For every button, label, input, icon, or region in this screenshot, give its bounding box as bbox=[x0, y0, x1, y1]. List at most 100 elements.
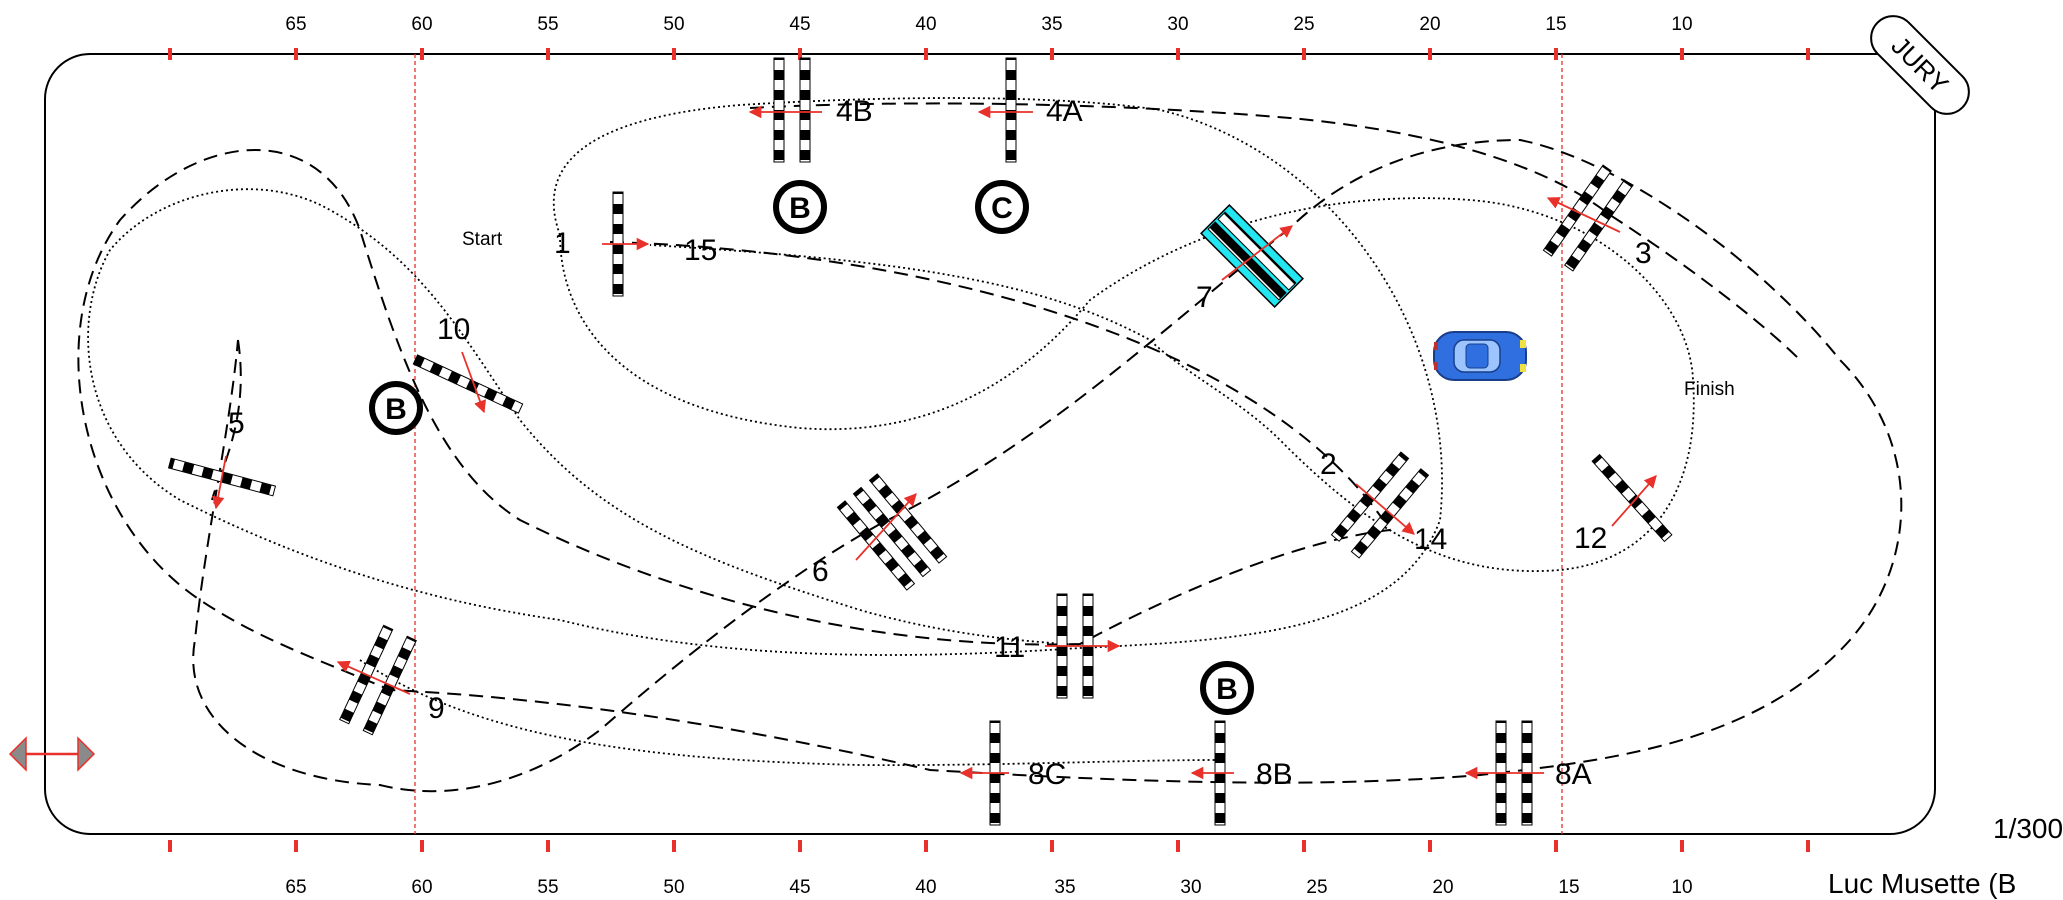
ruler-tick-bottom-13 bbox=[1806, 840, 1810, 852]
ruler-tick-top-6 bbox=[924, 48, 928, 60]
obstacle-4b bbox=[748, 57, 822, 163]
ruler-top-45: 45 bbox=[789, 14, 810, 35]
ruler-bottom-60: 60 bbox=[411, 877, 432, 898]
ruler-tick-bottom-5 bbox=[798, 840, 802, 852]
ruler-tick-bottom-8 bbox=[1176, 840, 1180, 852]
obstacle-1-15 bbox=[602, 191, 650, 297]
obstacle-label-3: 3 bbox=[1635, 237, 1652, 270]
jury-box: JURY bbox=[1870, 15, 1970, 115]
ruler-bottom-25: 25 bbox=[1306, 877, 1327, 898]
obstacle-label-8a: 8A bbox=[1555, 758, 1592, 791]
obstacle-12 bbox=[1591, 453, 1673, 543]
dotted-route bbox=[87, 97, 1443, 656]
obstacle-label-2: 2 bbox=[1320, 448, 1337, 481]
start-label: Start bbox=[462, 229, 503, 250]
ruler-bottom-20: 20 bbox=[1432, 877, 1453, 898]
obstacle-label-12: 12 bbox=[1574, 522, 1607, 555]
gate-arrow-3 bbox=[1546, 197, 1621, 233]
obstacle-label-5: 5 bbox=[228, 407, 245, 440]
ruler-top-15: 15 bbox=[1545, 14, 1566, 35]
finish-label: Finish bbox=[1684, 379, 1735, 400]
obstacle-label-11: 11 bbox=[994, 631, 1025, 664]
ruler-tick-bottom-9 bbox=[1302, 840, 1306, 852]
ruler-top-30: 30 bbox=[1167, 14, 1188, 35]
ruler-tick-top-1 bbox=[294, 48, 298, 60]
obstacle-label-10: 10 bbox=[437, 313, 470, 346]
obstacle-3 bbox=[1542, 164, 1634, 272]
course-paths bbox=[77, 97, 1903, 793]
svg-text:B: B bbox=[385, 393, 407, 426]
gate-arrow-6 bbox=[855, 493, 917, 561]
marker-b-left: B bbox=[369, 381, 423, 435]
gate-arrow-10 bbox=[461, 351, 487, 414]
ruler-tick-top-4 bbox=[672, 48, 676, 60]
obstacle-10 bbox=[412, 354, 524, 414]
ruler-top-55: 55 bbox=[537, 14, 558, 35]
ruler-bottom-50: 50 bbox=[663, 877, 684, 898]
obstacle-8c bbox=[959, 720, 1009, 826]
gate-arrow-9 bbox=[336, 660, 411, 695]
ruler-top-65: 65 bbox=[285, 14, 306, 35]
ruler-tick-bottom-6 bbox=[924, 840, 928, 852]
svg-text:C: C bbox=[991, 192, 1013, 225]
ruler-top-35: 35 bbox=[1041, 14, 1062, 35]
ruler-tick-top-7 bbox=[1050, 48, 1054, 60]
obstacle-label-4a: 4A bbox=[1046, 95, 1083, 128]
ruler-tick-top-11 bbox=[1554, 48, 1558, 60]
ruler-tick-bottom-3 bbox=[546, 840, 550, 852]
svg-text:B: B bbox=[1216, 673, 1238, 706]
ruler-bottom-40: 40 bbox=[915, 877, 936, 898]
car-icon bbox=[1433, 331, 1527, 381]
entrance-gate-icon bbox=[8, 736, 96, 772]
ruler-bottom: 65 60 55 50 45 40 35 30 25 20 15 10 bbox=[285, 877, 1692, 898]
ruler-tick-bottom-7 bbox=[1050, 840, 1054, 852]
scale-label: 1/300 bbox=[1993, 813, 2063, 844]
obstacle-8b bbox=[1190, 720, 1234, 826]
ruler-top-20: 20 bbox=[1419, 14, 1440, 35]
gate-arrow-7 bbox=[1221, 225, 1293, 281]
ruler-tick-top-2 bbox=[420, 48, 424, 60]
ruler-bottom-30: 30 bbox=[1180, 877, 1201, 898]
dashed-route-upper bbox=[749, 102, 1801, 361]
obstacle-label-9: 9 bbox=[428, 692, 445, 725]
dotted-route-center bbox=[559, 197, 1695, 572]
obstacle-label-14: 14 bbox=[1414, 523, 1447, 556]
arena-boundary bbox=[44, 53, 1936, 835]
ruler-tick-bottom-10 bbox=[1428, 840, 1432, 852]
ruler-tick-top-12 bbox=[1680, 48, 1684, 60]
obstacle-label-8c: 8C bbox=[1028, 758, 1066, 791]
ruler-tick-top-13 bbox=[1806, 48, 1810, 60]
marker-c-top: C bbox=[975, 180, 1029, 234]
author-label: Luc Musette (B bbox=[1828, 868, 2017, 899]
ruler-top-25: 25 bbox=[1293, 14, 1314, 35]
ruler-top-50: 50 bbox=[663, 14, 684, 35]
ruler-tick-top-5 bbox=[798, 48, 802, 60]
ruler-top: 65 60 55 50 45 40 35 30 25 20 15 10 bbox=[285, 14, 1692, 35]
ruler-tick-top-10 bbox=[1428, 48, 1432, 60]
ruler-tick-bottom-11 bbox=[1554, 840, 1558, 852]
obstacle-4a bbox=[977, 57, 1033, 163]
ruler-ticks bbox=[168, 48, 1810, 852]
ruler-top-60: 60 bbox=[411, 14, 432, 35]
ruler-tick-bottom-12 bbox=[1680, 840, 1684, 852]
ruler-tick-top-0 bbox=[168, 48, 172, 60]
dashed-route bbox=[77, 138, 1903, 793]
ruler-tick-top-9 bbox=[1302, 48, 1306, 60]
obstacle-8a bbox=[1464, 720, 1544, 826]
ruler-tick-bottom-0 bbox=[168, 840, 172, 852]
gate-arrow-12 bbox=[1611, 475, 1657, 527]
marker-b-top: B bbox=[773, 180, 827, 234]
ruler-tick-top-3 bbox=[546, 48, 550, 60]
ruler-top-10: 10 bbox=[1671, 14, 1692, 35]
obstacle-label-15: 15 bbox=[684, 234, 717, 267]
dashed-route-left bbox=[211, 339, 242, 501]
obstacle-label-4b: 4B bbox=[836, 95, 873, 128]
gate-arrow-2-14 bbox=[1355, 483, 1415, 535]
ruler-tick-bottom-4 bbox=[672, 840, 676, 852]
obstacle-label-8b: 8B bbox=[1256, 758, 1293, 791]
marker-b-bottom: B bbox=[1200, 661, 1254, 715]
ruler-bottom-65: 65 bbox=[285, 877, 306, 898]
svg-text:B: B bbox=[789, 192, 811, 225]
ruler-tick-bottom-1 bbox=[294, 840, 298, 852]
